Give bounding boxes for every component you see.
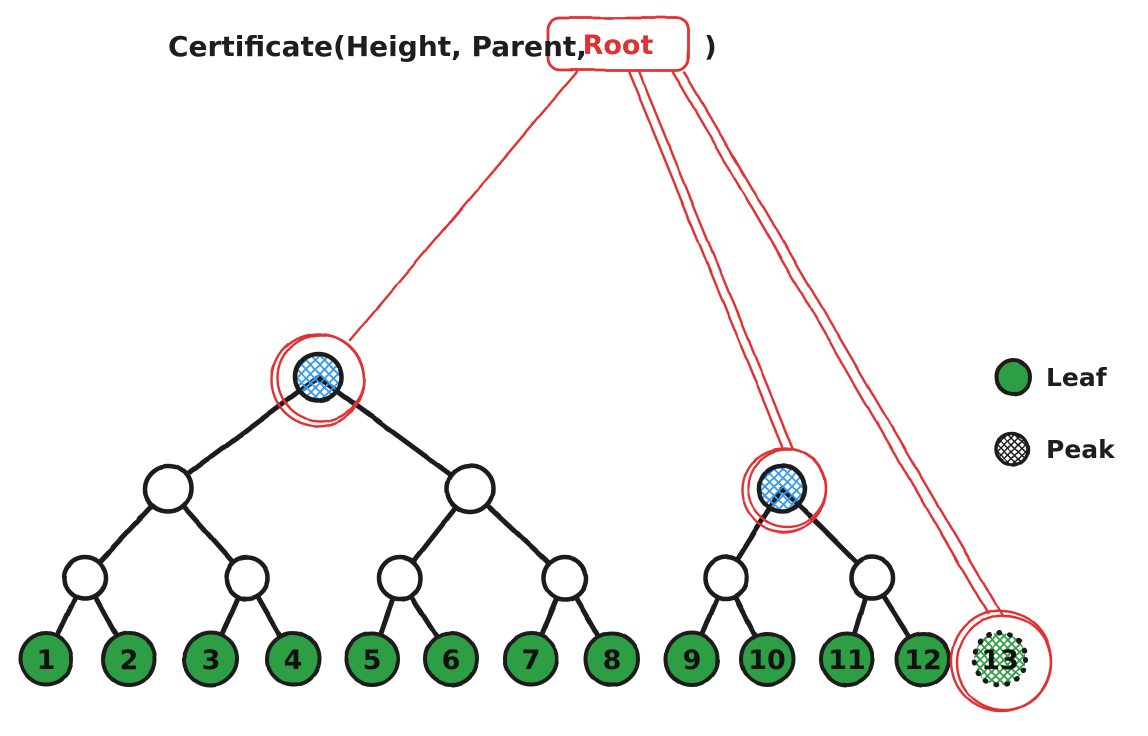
leaf-12 — [895, 631, 951, 687]
leaf-label-9: 9 — [683, 645, 702, 676]
leaf13-highlight-circle — [955, 614, 1053, 712]
leaf-3 — [183, 631, 239, 687]
legend-peak-swatch — [994, 431, 1030, 467]
leaf-label-4: 4 — [284, 645, 303, 676]
leaf-10 — [739, 631, 795, 687]
root-to-left-peak-line — [348, 70, 579, 342]
leaf-label-5: 5 — [363, 645, 382, 676]
certificate-label: Certificate(Height, Parent, — [168, 30, 587, 63]
labels: Certificate(Height, Parent, Root ) 1 2 3… — [37, 30, 1117, 676]
leaf-5 — [344, 631, 400, 687]
left-peak-highlight-circle — [276, 333, 366, 423]
leaf-1 — [18, 631, 74, 687]
edge — [165, 374, 321, 492]
leaf-2 — [101, 631, 157, 687]
leaf-6 — [423, 631, 479, 687]
legend-peak-label: Peak — [1046, 435, 1116, 464]
root-label: Root — [583, 30, 654, 61]
leaf-8 — [584, 631, 640, 687]
certificate-label-suffix: ) — [704, 30, 717, 63]
leaf-11 — [819, 631, 875, 687]
leaf-label-1: 1 — [37, 645, 56, 676]
peak-node-right — [756, 462, 808, 514]
leaf-label-3: 3 — [202, 645, 221, 676]
root-to-leaf13-line — [682, 70, 1004, 617]
leaf-label-12: 12 — [904, 645, 942, 676]
leaf-label-6: 6 — [442, 645, 461, 676]
tree-nodes — [18, 351, 1032, 688]
leaf-label-13: 13 — [981, 645, 1019, 676]
legend-leaf-label: Leaf — [1046, 363, 1108, 392]
leaf-label-2: 2 — [120, 645, 139, 676]
internal-node — [61, 554, 109, 602]
root-to-leaf13-line — [671, 70, 990, 616]
leaf-label-10: 10 — [748, 645, 786, 676]
internal-node — [444, 463, 496, 515]
root-to-right-peak-line — [627, 70, 784, 448]
leaf-label-11: 11 — [828, 645, 866, 676]
legend-leaf-swatch — [994, 358, 1032, 396]
leaf-9 — [664, 631, 720, 687]
right-peak-highlight-circle — [746, 447, 828, 529]
tree-edges — [43, 374, 926, 662]
internal-node — [142, 463, 194, 515]
red-annotations — [270, 16, 1053, 713]
edge — [315, 374, 473, 492]
internal-node — [848, 554, 896, 602]
peak-node-left — [292, 351, 344, 403]
internal-node — [702, 554, 750, 602]
leaf-label-7: 7 — [522, 645, 541, 676]
leaf-label-8: 8 — [603, 645, 622, 676]
internal-node — [223, 554, 271, 602]
root-box — [546, 16, 690, 72]
root-to-right-peak-line — [637, 70, 795, 451]
internal-node — [376, 554, 424, 602]
leaf-4 — [265, 631, 321, 687]
leaf-13 — [971, 630, 1029, 688]
internal-node — [541, 554, 589, 602]
leaf-7 — [503, 631, 559, 687]
